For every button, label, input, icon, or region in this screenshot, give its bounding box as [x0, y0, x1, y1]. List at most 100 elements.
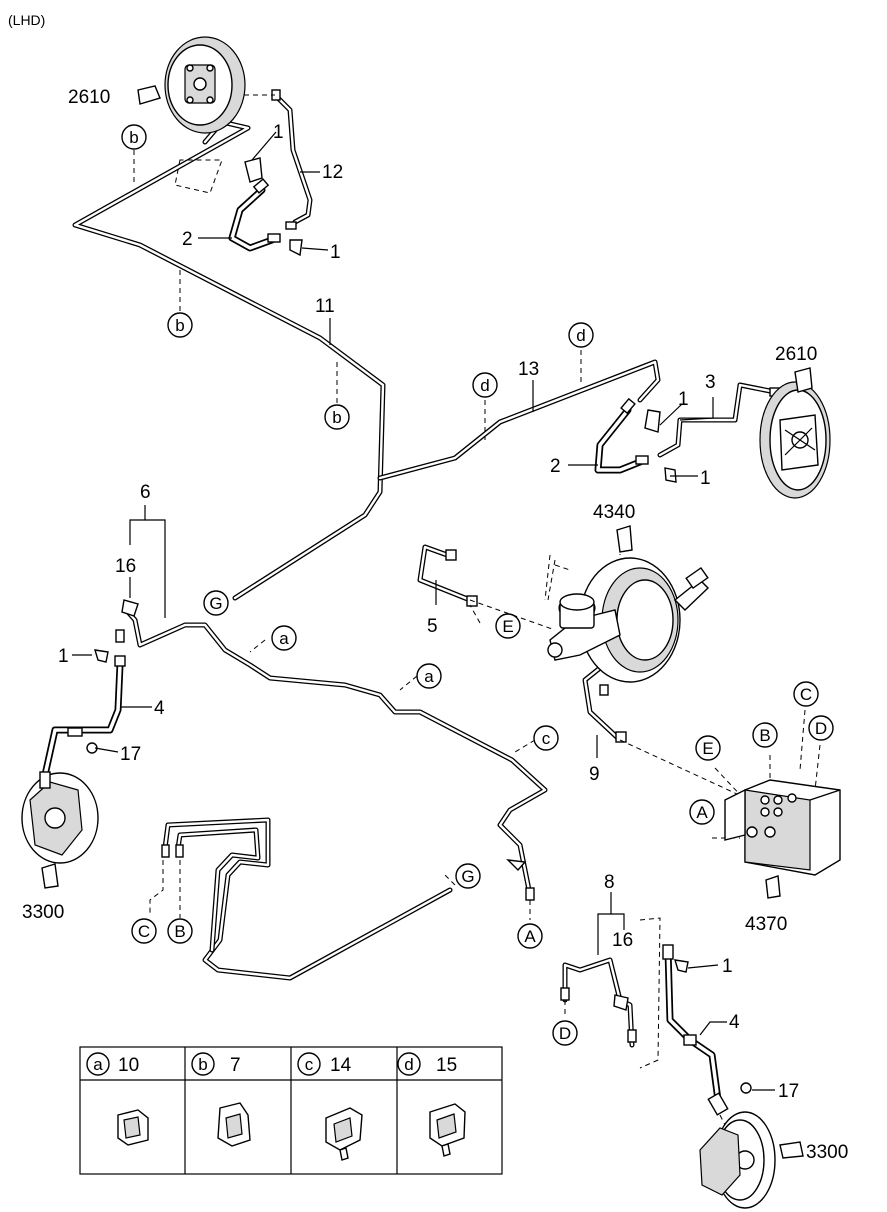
legend-cell-c: c 14 [297, 1052, 352, 1076]
brake-pipes [72, 92, 778, 1048]
connector-G: G [455, 863, 481, 889]
legend-key: b [198, 1055, 207, 1074]
svg-text:G: G [461, 867, 474, 886]
callout-1: 1 [273, 122, 284, 143]
callout-3300-right: 3300 [806, 1142, 848, 1163]
callout-13: 13 [518, 359, 539, 380]
pipe-11 [72, 119, 386, 601]
connector-d: d [568, 322, 594, 348]
connector-b: b [167, 312, 193, 338]
svg-text:B: B [174, 922, 185, 941]
callout-2: 2 [550, 456, 561, 477]
drum-brake-right-icon [759, 381, 831, 499]
legend-number: 7 [230, 1055, 241, 1076]
pipe-12 [272, 92, 313, 225]
legend-key: d [404, 1055, 413, 1074]
legend-key: c [305, 1055, 314, 1074]
callout-2: 2 [182, 229, 193, 250]
callout-1: 1 [722, 956, 733, 977]
drum-brake-backing-plate-icon [164, 36, 246, 194]
callout-16: 16 [115, 556, 136, 577]
connector-E: E [495, 613, 521, 639]
callout-17: 17 [120, 744, 141, 765]
brake-disc-rotor-right-icon [699, 1092, 776, 1209]
svg-text:A: A [696, 803, 708, 822]
connector-D: D [808, 715, 834, 741]
clip-10-icon [117, 1109, 149, 1146]
abs-hydraulic-unit-icon [724, 779, 841, 876]
svg-text:E: E [702, 739, 713, 758]
svg-text:b: b [129, 128, 138, 147]
callout-4340: 4340 [593, 502, 635, 523]
svg-text:C: C [138, 922, 150, 941]
callout-11: 11 [315, 296, 335, 317]
brake-hoses [41, 89, 781, 1104]
clip-15-icon [429, 1103, 466, 1157]
callout-2610-top: 2610 [68, 87, 110, 108]
pipe-6 [125, 609, 548, 898]
callout-1: 1 [678, 389, 689, 410]
connector-C: C [793, 681, 819, 707]
callout-1: 1 [330, 242, 341, 263]
connector-B: B [167, 918, 193, 944]
connector-B: B [752, 722, 778, 748]
legend-number: 10 [118, 1055, 139, 1076]
callout-4: 4 [154, 698, 165, 719]
pipe-clip-icon [86, 157, 752, 1094]
callout-4370: 4370 [745, 914, 787, 935]
svg-text:c: c [542, 729, 551, 748]
svg-text:d: d [480, 376, 489, 395]
callout-9: 9 [589, 764, 600, 785]
leader-lines [72, 131, 775, 1091]
callout-8: 8 [604, 872, 615, 893]
connector-G: G [203, 590, 229, 616]
pipe-lower-bundle-1 [162, 817, 453, 981]
connector-b: b [121, 124, 147, 150]
clip-legend-table: a 10 b 7 c 14 d 15 [79, 1046, 503, 1175]
callout-12: 12 [322, 162, 343, 183]
callout-5: 5 [427, 616, 438, 637]
callout-4: 4 [729, 1012, 740, 1033]
callout-3: 3 [705, 372, 716, 393]
legend-cell-b: b 7 [191, 1052, 241, 1076]
connector-c: c [533, 725, 559, 751]
callout-6: 6 [140, 482, 151, 503]
connector-C: C [131, 918, 157, 944]
connector-E: E [695, 735, 721, 761]
legend-key: a [93, 1055, 103, 1074]
svg-text:a: a [279, 629, 289, 648]
connector-A: A [689, 799, 715, 825]
legend-cell-d: d 15 [397, 1052, 457, 1076]
connector-d: d [472, 372, 498, 398]
legend-cell-a: a 10 [86, 1052, 139, 1076]
variant-label: (LHD) [8, 12, 45, 28]
svg-text:d: d [576, 326, 585, 345]
svg-text:D: D [559, 1024, 571, 1043]
svg-text:b: b [332, 408, 341, 427]
legend-number: 14 [330, 1055, 352, 1076]
part-number-callouts: (LHD) 2610 1 12 2 1 11 13 2610 3 1 2 1 6… [8, 12, 848, 1163]
connector-a: a [271, 625, 297, 651]
svg-text:A: A [524, 927, 536, 946]
svg-text:G: G [209, 594, 222, 613]
svg-text:b: b [175, 316, 184, 335]
connector-b: b [324, 404, 350, 430]
connector-a: a [416, 663, 442, 689]
connector-A: A [517, 923, 543, 949]
clip-14-icon [325, 1107, 363, 1161]
clip-7-icon [217, 1102, 251, 1147]
svg-text:D: D [815, 719, 827, 738]
connector-markers: b b b d d a a c G G E C B D E A C B A D [121, 124, 834, 1046]
svg-text:a: a [424, 667, 434, 686]
callout-1: 1 [700, 468, 711, 489]
connector-D: D [552, 1020, 578, 1046]
callout-16: 16 [612, 930, 633, 951]
assembly-pointer-icons [41, 85, 813, 1159]
svg-text:E: E [502, 617, 513, 636]
callout-3300-left: 3300 [22, 902, 64, 923]
callout-1: 1 [58, 646, 69, 667]
brake-booster-icon [544, 554, 710, 683]
legend-number: 15 [436, 1055, 457, 1076]
brake-disc-rotor-icon [21, 771, 99, 864]
